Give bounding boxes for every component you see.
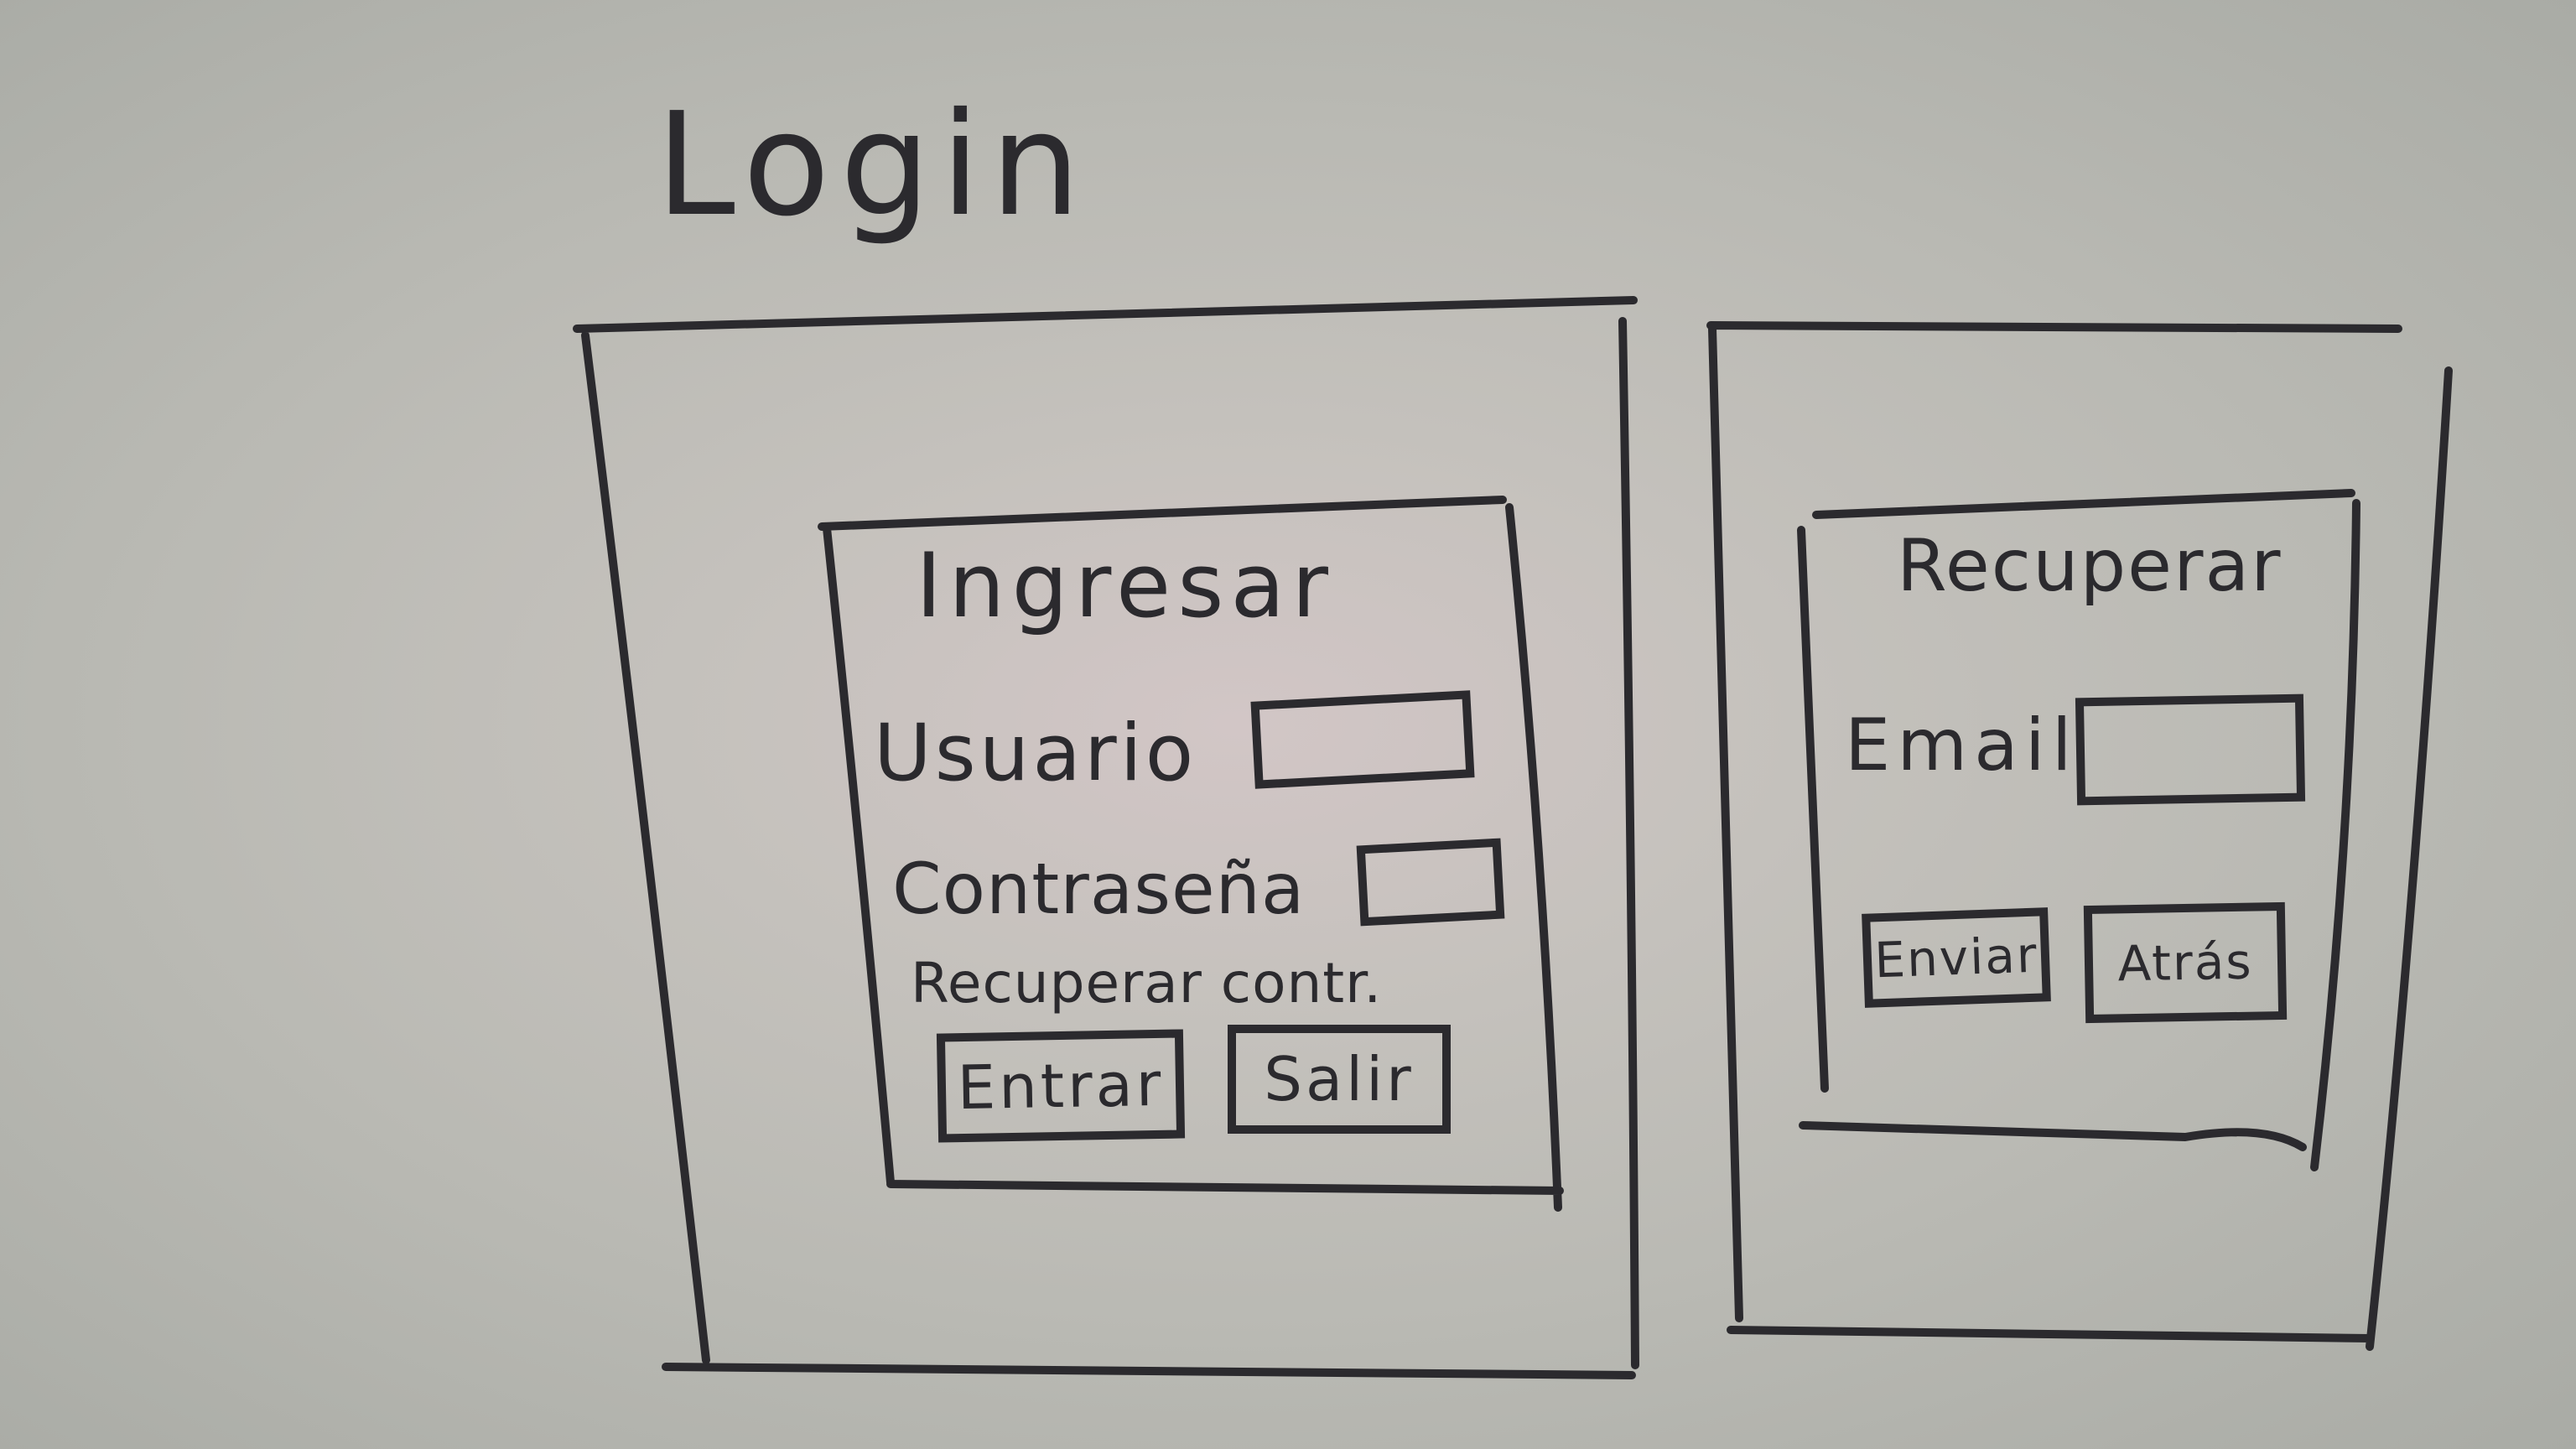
back-button-label: Atrás — [2116, 932, 2254, 993]
recover-dialog-frame — [1797, 489, 2360, 1171]
email-input[interactable] — [2075, 693, 2306, 806]
exit-button-label: Salir — [1264, 1044, 1415, 1114]
send-button[interactable]: Enviar — [1862, 907, 2051, 1008]
recover-password-link[interactable]: Recuperar contr. — [911, 951, 1383, 1015]
back-button[interactable]: Atrás — [2083, 901, 2288, 1024]
recover-heading: Recuperar — [1897, 524, 2283, 608]
page-title: Login — [656, 82, 1091, 248]
login-heading: Ingresar — [916, 534, 1335, 637]
username-label: Usuario — [874, 708, 1197, 799]
password-input[interactable] — [1356, 838, 1505, 927]
username-input[interactable] — [1250, 690, 1475, 789]
login-dialog-frame — [818, 496, 1564, 1212]
send-button-label: Enviar — [1873, 926, 2039, 989]
recover-window-frame — [1706, 321, 2453, 1351]
login-window-frame — [573, 296, 1639, 1379]
exit-button[interactable]: Salir — [1228, 1025, 1451, 1134]
enter-button-label: Entrar — [956, 1048, 1166, 1124]
enter-button[interactable]: Entrar — [936, 1029, 1186, 1143]
email-label: Email — [1845, 704, 2079, 787]
password-label: Contraseña — [892, 848, 1306, 930]
